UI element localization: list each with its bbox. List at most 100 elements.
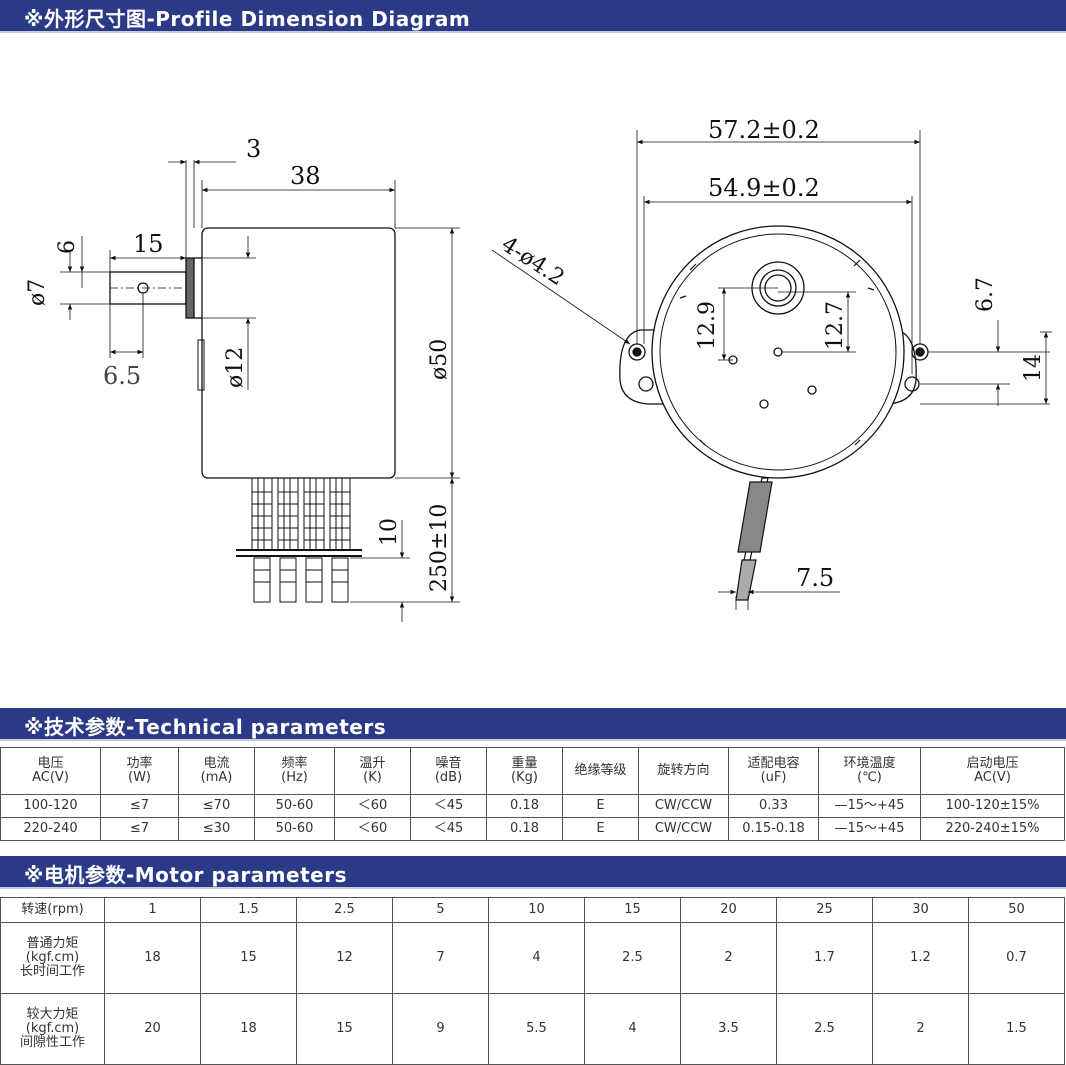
dim-7-5: 7.5 xyxy=(796,564,834,592)
table-row: 220-240 ≤7 ≤30 50-60 ＜60 ＜45 0.18 E CW/C… xyxy=(0,817,1065,841)
dim-50: ø50 xyxy=(427,339,452,380)
lead-cable xyxy=(735,477,773,601)
cell: 2 xyxy=(680,922,777,994)
speed-cell: 1 xyxy=(104,897,201,923)
cell: 18 xyxy=(200,993,297,1065)
cell: CW/CCW xyxy=(638,817,729,841)
header-cell: 电流(mA) xyxy=(178,747,255,795)
cell: ＜45 xyxy=(410,794,487,818)
motor-section-banner: ※电机参数-Motor parameters xyxy=(0,856,1066,889)
dim-12-7: 12.7 xyxy=(823,301,848,350)
large-torque-row: 较大力矩(kgf.cm)间隙性工作 20 18 15 9 5.5 4 3.5 2… xyxy=(0,993,1065,1065)
speed-cell: 10 xyxy=(488,897,585,923)
speed-cell: 50 xyxy=(968,897,1065,923)
cell: ≤30 xyxy=(178,817,255,841)
dim-10: 10 xyxy=(377,518,402,546)
side-view xyxy=(60,159,460,622)
cell: 0.18 xyxy=(486,794,563,818)
profile-section-title: ※外形尺寸图-Profile Dimension Diagram xyxy=(24,7,471,31)
lead-wires xyxy=(236,477,362,603)
speed-cell: 30 xyxy=(872,897,969,923)
cell: ＜60 xyxy=(334,794,411,818)
cell: 0.18 xyxy=(486,817,563,841)
header-cell: 适配电容(uF) xyxy=(728,747,819,795)
profile-dimension-drawing: 3 38 15 6 ø7 6.5 ø12 ø50 10 250±10 57.2±… xyxy=(25,116,1052,622)
speed-label: 转速(rpm) xyxy=(0,897,105,923)
cell: CW/CCW xyxy=(638,794,729,818)
cell: 0.33 xyxy=(728,794,819,818)
dim-6-5: 6.5 xyxy=(103,362,141,390)
cell: 2.5 xyxy=(584,922,681,994)
cell: 2 xyxy=(872,993,969,1065)
cell: 2.5 xyxy=(776,993,873,1065)
motor-section-title: ※电机参数-Motor parameters xyxy=(24,863,347,887)
dim-3: 3 xyxy=(246,135,261,163)
cell: 18 xyxy=(104,922,201,994)
dim-7: ø7 xyxy=(25,279,50,306)
cell: —15～+45 xyxy=(818,794,921,818)
cell: 0.15-0.18 xyxy=(728,817,819,841)
header-cell: 旋转方向 xyxy=(638,747,729,795)
normal-torque-row: 普通力矩(kgf.cm)长时间工作 18 15 12 7 4 2.5 2 1.7… xyxy=(0,922,1065,994)
dim-6: 6 xyxy=(55,240,80,254)
cell: E xyxy=(562,817,639,841)
speed-cell: 1.5 xyxy=(200,897,297,923)
dim-38: 38 xyxy=(290,162,321,190)
cell: 220-240 xyxy=(0,817,101,841)
cell: 20 xyxy=(104,993,201,1065)
cell: 5.5 xyxy=(488,993,585,1065)
technical-section-banner: ※技术参数-Technical parameters xyxy=(0,708,1066,741)
speed-cell: 5 xyxy=(392,897,489,923)
cell: 4 xyxy=(584,993,681,1065)
flange-plate xyxy=(185,257,195,319)
header-cell: 绝缘等级 xyxy=(562,747,639,795)
dim-54-9: 54.9±0.2 xyxy=(708,174,820,202)
cell: ＜45 xyxy=(410,817,487,841)
dim-6-7: 6.7 xyxy=(973,277,998,312)
cell: ≤7 xyxy=(100,817,179,841)
cell: 50-60 xyxy=(254,794,335,818)
speed-cell: 15 xyxy=(584,897,681,923)
cell: 4 xyxy=(488,922,585,994)
profile-section-banner: ※外形尺寸图-Profile Dimension Diagram xyxy=(0,0,1066,33)
header-cell: 重量(Kg) xyxy=(486,747,563,795)
speed-cell: 25 xyxy=(776,897,873,923)
cell: E xyxy=(562,794,639,818)
cell: 1.5 xyxy=(968,993,1065,1065)
header-cell: 频率(Hz) xyxy=(254,747,335,795)
cell: 220-240±15% xyxy=(920,817,1065,841)
header-cell: 温升(K) xyxy=(334,747,411,795)
cell: 50-60 xyxy=(254,817,335,841)
motor-parameters-table: 转速(rpm) 1 1.5 2.5 5 10 15 20 25 30 50 普通… xyxy=(0,897,1065,1065)
cell: 7 xyxy=(392,922,489,994)
cell: 9 xyxy=(392,993,489,1065)
cell: 15 xyxy=(200,922,297,994)
normal-torque-label: 普通力矩(kgf.cm)长时间工作 xyxy=(0,922,105,994)
cell: —15～+45 xyxy=(818,817,921,841)
cell: 12 xyxy=(296,922,393,994)
cell: 100-120±15% xyxy=(920,794,1065,818)
table-row: 100-120 ≤7 ≤70 50-60 ＜60 ＜45 0.18 E CW/C… xyxy=(0,794,1065,818)
speed-row: 转速(rpm) 1 1.5 2.5 5 10 15 20 25 30 50 xyxy=(0,897,1065,923)
header-cell: 功率(W) xyxy=(100,747,179,795)
speed-cell: 20 xyxy=(680,897,777,923)
mounting-ear-left xyxy=(619,329,673,405)
dim-250: 250±10 xyxy=(427,504,452,592)
cell: 0.7 xyxy=(968,922,1065,994)
cell: ≤70 xyxy=(178,794,255,818)
speed-cell: 2.5 xyxy=(296,897,393,923)
dim-57-2: 57.2±0.2 xyxy=(708,116,820,144)
dim-12: ø12 xyxy=(223,347,248,388)
cell: 100-120 xyxy=(0,794,101,818)
header-cell: 环境温度(℃) xyxy=(818,747,921,795)
dim-hole: 4-ø4.2 xyxy=(497,232,569,291)
cell: ≤7 xyxy=(100,794,179,818)
cell: 1.2 xyxy=(872,922,969,994)
motor-housing xyxy=(651,225,905,479)
large-torque-label: 较大力矩(kgf.cm)间隙性工作 xyxy=(0,993,105,1065)
dim-12-9: 12.9 xyxy=(695,301,720,350)
